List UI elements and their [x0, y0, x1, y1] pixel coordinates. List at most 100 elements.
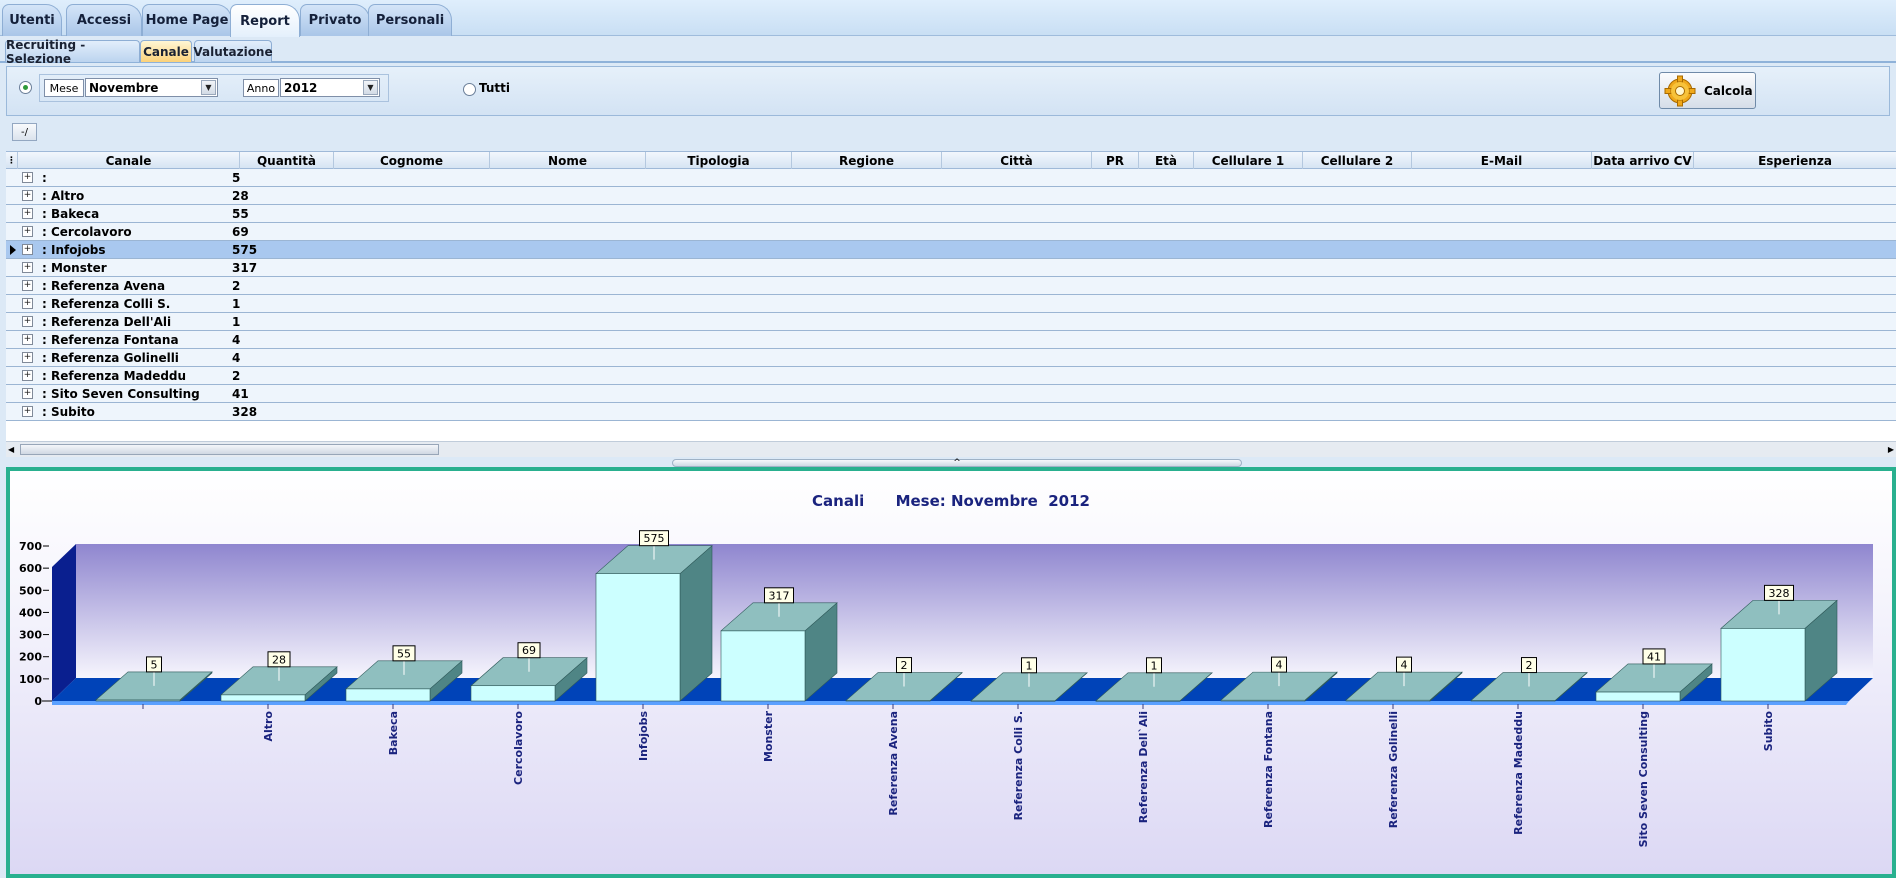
- cell-canale: : Bakeca: [42, 207, 100, 221]
- mese-select[interactable]: Novembre ▼: [85, 78, 218, 97]
- bar-front: [720, 630, 806, 702]
- col-cellulare-1[interactable]: Cellulare 1: [1194, 152, 1303, 169]
- table-row[interactable]: +:5: [6, 169, 1896, 187]
- col-pr[interactable]: PR: [1092, 152, 1139, 169]
- x-tick-label: Referenza Golinelli: [1387, 711, 1400, 828]
- cell-quantita: 41: [232, 387, 249, 401]
- chevron-up-icon[interactable]: ^: [953, 458, 961, 468]
- chart-bar: 575: [595, 530, 713, 702]
- col-cognome[interactable]: Cognome: [334, 152, 490, 169]
- mese-radio[interactable]: [19, 81, 32, 94]
- col-eta[interactable]: Età: [1139, 152, 1194, 169]
- horizontal-scrollbar[interactable]: ◀ ▶: [6, 441, 1896, 457]
- expand-icon[interactable]: +: [22, 226, 33, 237]
- chart-bar: 41: [1595, 648, 1713, 702]
- table-row[interactable]: +: Referenza Colli S.1: [6, 295, 1896, 313]
- expand-icon[interactable]: +: [22, 172, 33, 183]
- data-label-box: [1146, 657, 1162, 674]
- data-label-box: [1396, 656, 1412, 673]
- calcola-label: Calcola: [1704, 83, 1753, 98]
- main-tab-bar: Utenti Accessi Home Page Report Privato …: [0, 0, 1896, 37]
- cell-canale: : Referenza Fontana: [42, 333, 179, 347]
- scroll-left-icon[interactable]: ◀: [8, 445, 15, 454]
- tab-label: Personali: [375, 13, 445, 28]
- expand-icon[interactable]: +: [22, 388, 33, 399]
- data-label-box: [392, 645, 416, 662]
- cell-canale: : Monster: [42, 261, 107, 275]
- tab-label: Home Page: [145, 13, 229, 28]
- cell-quantita: 4: [232, 333, 241, 347]
- expand-icon[interactable]: +: [22, 316, 33, 327]
- col-email[interactable]: E-Mail: [1412, 152, 1592, 169]
- report-grid: ⋮ Canale Quantità Cognome Nome Tipologia…: [6, 151, 1896, 457]
- tab-accessi[interactable]: Accessi: [66, 4, 142, 36]
- tab-report[interactable]: Report: [230, 4, 300, 37]
- data-label: 2: [901, 659, 908, 672]
- data-label-box: [1021, 657, 1037, 674]
- chevron-down-icon[interactable]: ▼: [363, 80, 378, 95]
- panel-splitter[interactable]: ^: [672, 458, 1242, 468]
- expand-icon[interactable]: +: [22, 244, 33, 255]
- anno-select[interactable]: 2012 ▼: [280, 78, 380, 97]
- data-label: 575: [644, 532, 665, 545]
- col-cellulare-2[interactable]: Cellulare 2: [1303, 152, 1412, 169]
- expand-icon[interactable]: +: [22, 334, 33, 345]
- tab-home-page[interactable]: Home Page: [142, 4, 232, 36]
- col-nome[interactable]: Nome: [490, 152, 646, 169]
- col-canale[interactable]: Canale: [18, 152, 240, 169]
- col-regione[interactable]: Regione: [792, 152, 942, 169]
- col-esperienza[interactable]: Esperienza: [1758, 153, 1832, 168]
- expand-icon[interactable]: +: [22, 352, 33, 363]
- bar-top: [1595, 663, 1713, 693]
- x-tick-label: Cercolavoro: [512, 711, 525, 785]
- scrollbar-thumb[interactable]: [20, 444, 439, 455]
- scroll-right-icon[interactable]: ▶: [1887, 445, 1894, 454]
- col-citta[interactable]: Città: [942, 152, 1092, 169]
- y-tick-label: 0: [34, 695, 42, 708]
- tab-personali[interactable]: Personali: [368, 4, 452, 36]
- col-quantita[interactable]: Quantità: [240, 152, 334, 169]
- col-data-arrivo-cv[interactable]: Data arrivo CV: [1592, 152, 1694, 169]
- expand-icon[interactable]: +: [22, 280, 33, 291]
- subtab-label: Canale: [143, 44, 189, 59]
- table-row[interactable]: + : Referenza Fontana 4: [6, 331, 1896, 349]
- cell-quantita: 5: [232, 171, 241, 185]
- expand-icon[interactable]: +: [22, 262, 33, 273]
- cell-quantita: 1: [232, 297, 241, 311]
- expand-icon[interactable]: +: [22, 190, 33, 201]
- y-tick-label: 500: [19, 584, 42, 597]
- tab-utenti[interactable]: Utenti: [2, 4, 62, 36]
- expand-icon[interactable]: +: [22, 298, 33, 309]
- chevron-down-icon[interactable]: ▼: [201, 80, 216, 95]
- chart-title: Canali Mese: Novembre 2012: [812, 492, 1090, 510]
- cell-quantita: 4: [232, 351, 241, 365]
- tab-label: Utenti: [9, 13, 55, 28]
- grid-menu-icon[interactable]: ⋮: [6, 152, 18, 169]
- subtab-recruiting-selezione[interactable]: Recruiting - Selezione: [5, 38, 140, 66]
- chart-bar: 5: [95, 656, 213, 702]
- expand-icon[interactable]: +: [22, 406, 33, 417]
- calcola-button[interactable]: Calcola: [1659, 72, 1756, 109]
- expand-icon[interactable]: +: [22, 208, 33, 219]
- chart-side-wall: [52, 544, 76, 701]
- tab-privato[interactable]: Privato: [300, 4, 370, 36]
- col-tipologia[interactable]: Tipologia: [646, 152, 792, 169]
- expand-icon[interactable]: +: [22, 370, 33, 381]
- data-label: 4: [1276, 659, 1283, 672]
- subtab-canale[interactable]: Canale: [140, 40, 192, 62]
- x-tick-label: Referenza Madeddu: [1512, 711, 1525, 835]
- collapse-button[interactable]: -/: [12, 123, 37, 141]
- tutti-radio[interactable]: [463, 83, 476, 96]
- subtab-valutazione[interactable]: Valutazione: [193, 40, 273, 62]
